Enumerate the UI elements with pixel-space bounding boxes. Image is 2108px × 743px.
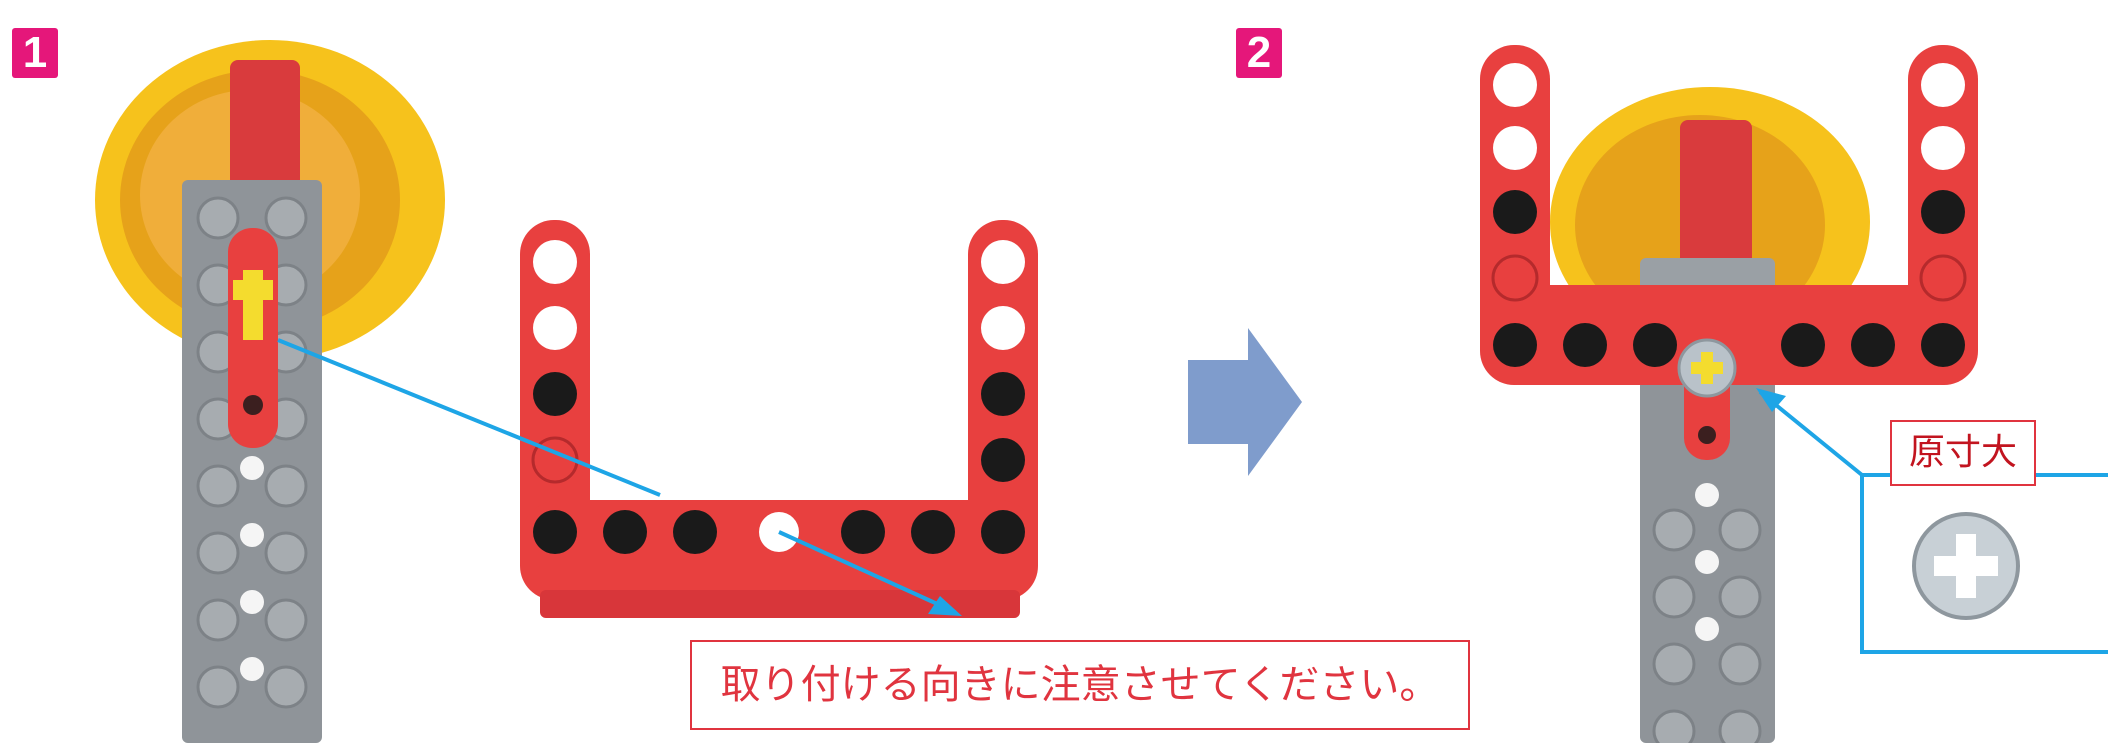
- step1-u-liftarm: [520, 220, 1038, 618]
- step1-pointer-line-b: [778, 530, 956, 614]
- step-1-badge: 1: [12, 28, 58, 78]
- step2-plate-studs: [1652, 508, 1762, 743]
- actual-size-bushing-icon: [1912, 512, 2020, 620]
- step-2-badge: 2: [1236, 28, 1282, 78]
- step2-liftarm-holes: [1491, 63, 1967, 367]
- step1-plate-holes: [240, 456, 264, 681]
- actual-size-label: 原寸大: [1890, 420, 2036, 486]
- step2-yellow-axle-cross: [1691, 352, 1723, 384]
- step1-small-beam-hole: [243, 395, 263, 415]
- step2-detail-bracket: [1860, 475, 2108, 654]
- next-step-arrow: [1188, 328, 1302, 476]
- step2-pointer-arrowhead: [1756, 388, 1786, 412]
- orientation-callout: 取り付ける向きに注意させてください。: [690, 640, 1470, 730]
- step2-small-beam-hole: [1698, 426, 1716, 444]
- step1-pointer-arrowhead: [928, 596, 962, 616]
- step1-liftarm-holes: [531, 240, 1025, 554]
- step2-upright-beam: [1680, 120, 1752, 270]
- step1-yellow-pin: [233, 270, 273, 340]
- step1-pointer-line-a: [277, 338, 661, 497]
- step2-plate-holes: [1695, 483, 1719, 641]
